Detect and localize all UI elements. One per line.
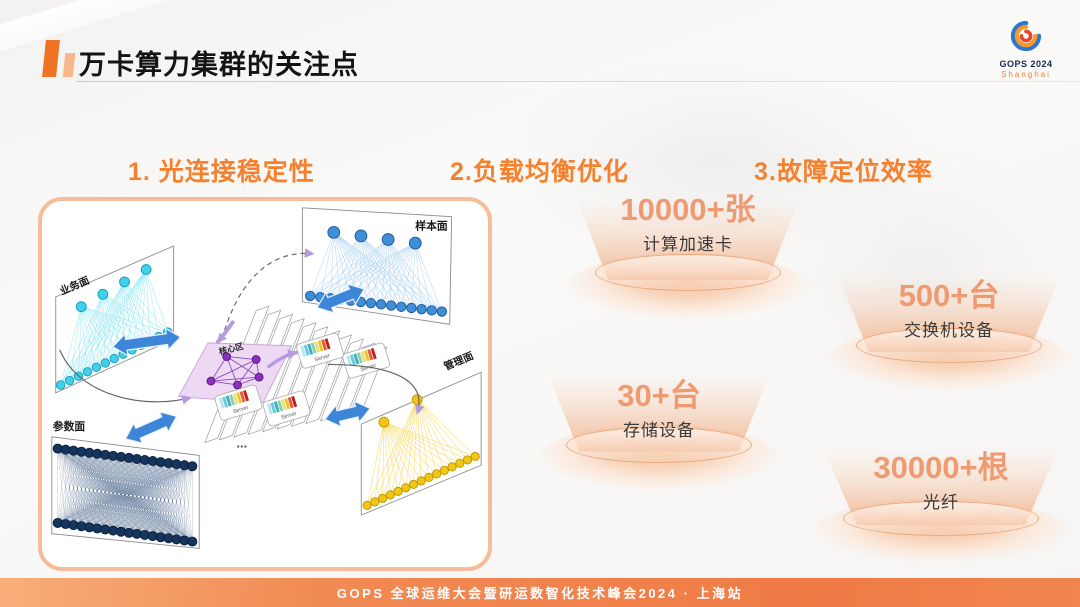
footer-text: GOPS 全球运维大会暨研运数智化技术峰会2024 · 上海站 <box>336 586 744 601</box>
stat-value: 10000+张 <box>620 192 756 227</box>
plane-label-parameter: 参数面 <box>53 420 86 433</box>
stat-card-compute-cards: 10000+张 计算加速卡 <box>562 192 814 334</box>
stat-card-switches: 500+台 交换机设备 <box>823 268 1075 404</box>
page-title: 万卡算力集群的关注点 <box>79 50 359 80</box>
podium-rim <box>855 327 1043 364</box>
footer-banner: GOPS 全球运维大会暨研运数智化技术峰会2024 · 上海站 <box>0 578 1080 607</box>
stat-value: 30+台 <box>617 378 701 413</box>
podium-rim <box>565 426 753 463</box>
podium-rim <box>842 500 1040 536</box>
stat-card-storage: 30+台 存储设备 <box>533 366 785 504</box>
title-underline <box>76 81 1080 82</box>
section-heading-optical: 1. 光连接稳定性 <box>128 158 315 186</box>
stat-value: 500+台 <box>898 278 1000 313</box>
gops-swirl-icon <box>1010 20 1042 52</box>
section-heading-fault-location: 3.故障定位效率 <box>754 158 933 186</box>
plane-label-sample: 样本面 <box>415 219 448 232</box>
network-planes <box>51 207 482 549</box>
stat-value: 30000+根 <box>873 450 1009 485</box>
gops-logo: GOPS 2024 Shanghai <box>984 14 1068 79</box>
svg-text:Server: Server <box>314 353 331 363</box>
stat-label: 交换机设备 <box>904 320 994 340</box>
title-bar-dark <box>42 40 60 77</box>
blue-double-arrows <box>111 283 372 444</box>
curved-arrows <box>59 248 425 415</box>
section-heading-load-balance: 2.负载均衡优化 <box>450 158 629 186</box>
stat-label: 计算加速卡 <box>643 234 733 254</box>
podium-rim <box>594 254 782 292</box>
stack-ellipsis: ... <box>237 436 248 451</box>
svg-text:Server: Server <box>280 411 297 421</box>
plane-label-management: 管理面 <box>442 349 476 373</box>
stat-card-fibers: 30000+根 光纤 <box>808 442 1074 576</box>
core-area-plane <box>177 342 293 404</box>
stat-label: 存储设备 <box>623 420 695 440</box>
stat-label: 光纤 <box>923 492 959 512</box>
title-accent-bars <box>42 40 78 82</box>
svg-text:Server: Server <box>360 363 377 373</box>
svg-text:Server: Server <box>232 405 249 415</box>
logo-city: Shanghai <box>1001 70 1051 79</box>
title-bar-light <box>62 53 76 77</box>
logo-name: GOPS 2024 <box>999 59 1053 69</box>
